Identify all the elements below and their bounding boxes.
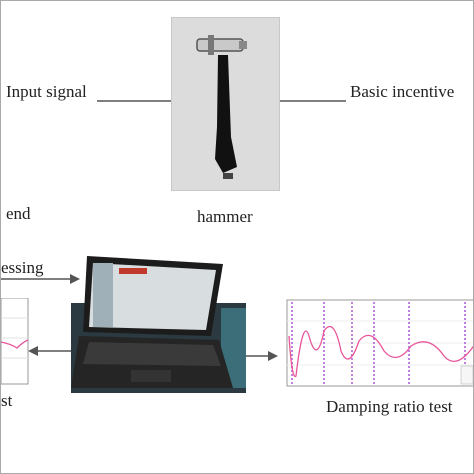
processing-arrowhead <box>70 274 80 284</box>
damping-chart <box>286 299 473 387</box>
hammer-icon <box>196 35 247 179</box>
left-arrowhead <box>28 346 38 356</box>
laptop-icon <box>71 256 246 393</box>
damping-ratio-test-label: Damping ratio test <box>326 397 453 416</box>
right-arrowhead <box>268 351 278 361</box>
input-signal-label: Input signal <box>6 82 87 101</box>
basic-incentive-label: Basic incentive <box>350 82 455 101</box>
end-label: end <box>6 204 31 223</box>
left-chart <box>1 298 29 385</box>
hammer-label: hammer <box>197 207 253 226</box>
left-test-label: st <box>1 391 13 410</box>
processing-label: essing <box>1 258 44 277</box>
